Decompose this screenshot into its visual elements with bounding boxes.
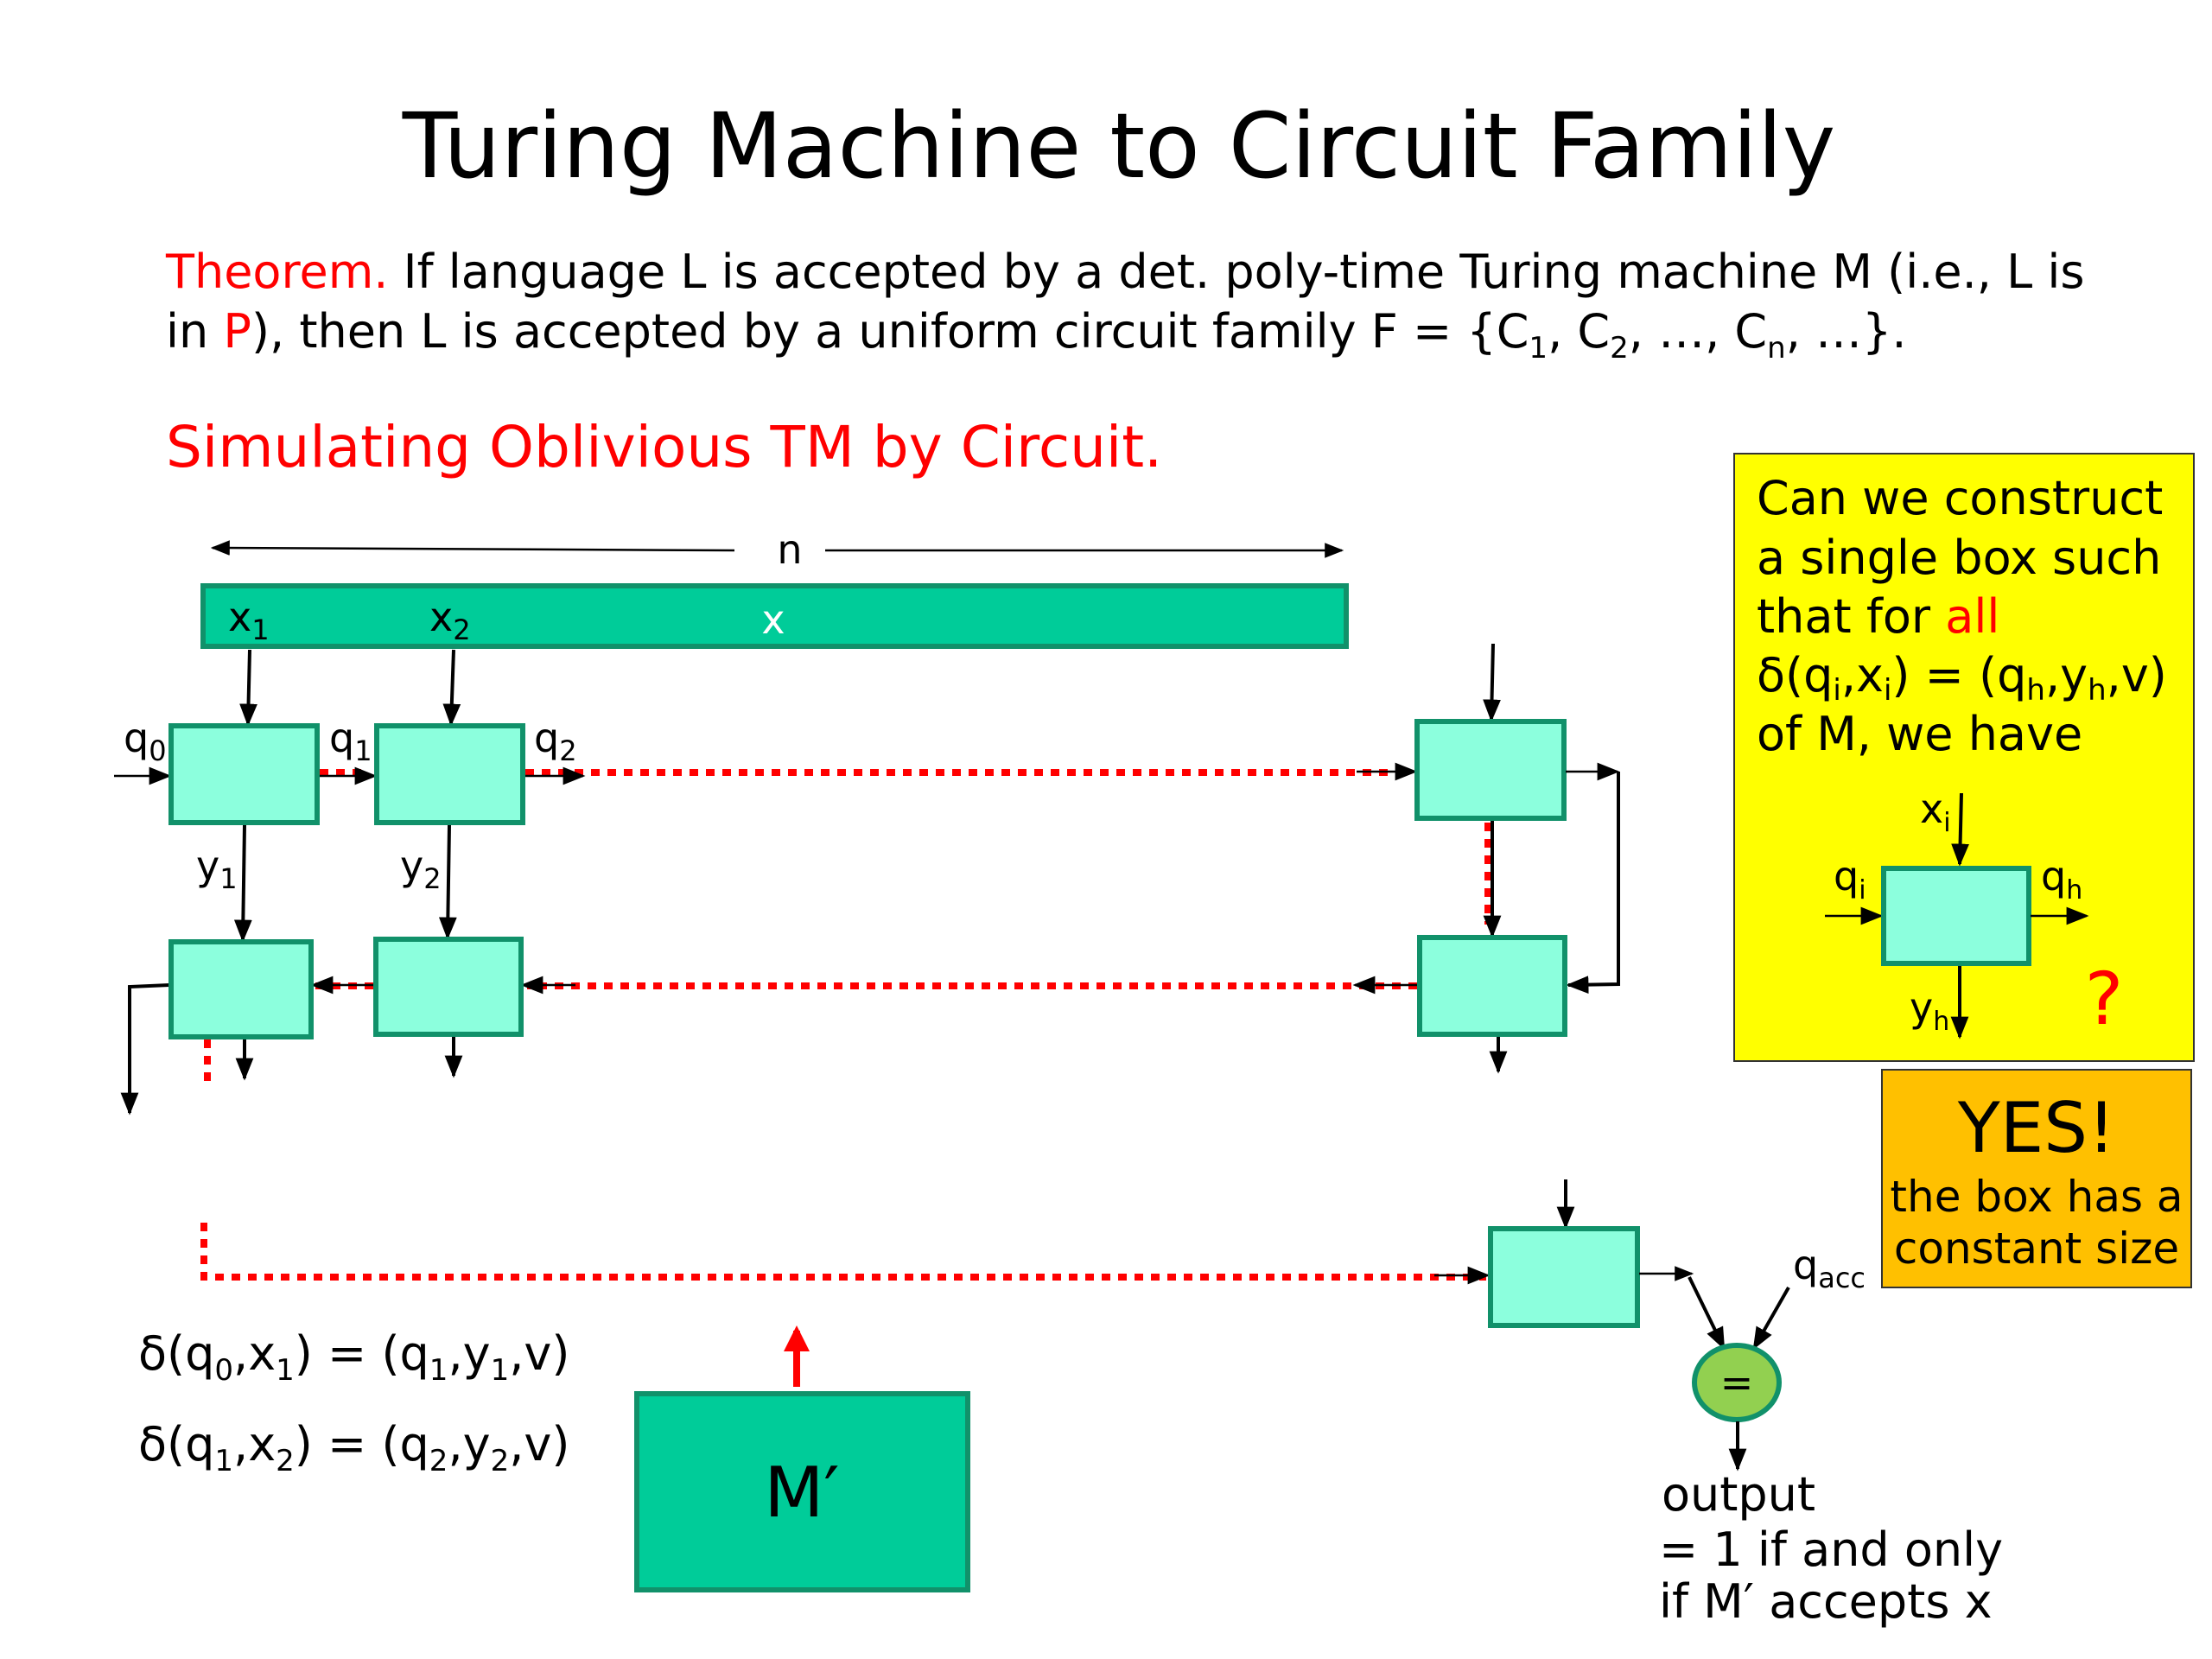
transition-2: δ(q1,x2) = (q2,y2,v) (138, 1417, 569, 1478)
sub-1: 1 (1529, 331, 1548, 365)
mini-circuit-cell (1881, 866, 2031, 966)
to-comparator-left (1688, 1276, 1726, 1351)
input-tape (200, 583, 1349, 649)
question-line-1: Can we construct (1757, 471, 2163, 525)
circuit-cell-r1-cn (1414, 719, 1567, 821)
circuit-cell-r2-c2 (373, 937, 524, 1037)
mini-state-in-label: qi (1834, 853, 1866, 906)
question-line-3: that for all (1757, 589, 1999, 644)
circuit-cell-r1-c1 (168, 723, 320, 825)
output-note-line-1: output (1662, 1467, 1815, 1522)
section-subtitle: Simulating Oblivious TM by Circuit. (166, 414, 1162, 480)
length-label: n (777, 526, 802, 573)
question-mark: ? (2085, 957, 2124, 1041)
theorem-line-1: Theorem. If language L is accepted by a … (165, 245, 2085, 299)
theorem-text-1: If language L is accepted by a det. poly… (388, 245, 2084, 299)
y2-wire (438, 824, 457, 940)
mini-output-label: yh (1910, 984, 1949, 1037)
sub-2: 2 (1610, 331, 1629, 365)
theorem-line-2: in P), then L is accepted by a uniform c… (166, 304, 1907, 365)
dotted-final-row (200, 1223, 1486, 1281)
comparator-symbol: = (1720, 1359, 1754, 1406)
theorem-end: , …}. (1786, 304, 1907, 359)
answer-line-2: constant size (1894, 1224, 2179, 1274)
sep-1: , C (1548, 304, 1610, 359)
state-q2-label: q2 (534, 715, 577, 767)
xn-wire (1483, 643, 1501, 722)
y2-label: y2 (400, 842, 442, 895)
y1-wire (233, 824, 252, 943)
question-line-5: of M, we have (1757, 707, 2082, 761)
y1-label: y1 (196, 842, 238, 895)
circuit-cell-r2-cn (1417, 935, 1567, 1037)
tape-cell-1-label: x1 (228, 594, 270, 646)
length-dimension-arrow: n (210, 526, 1344, 573)
circuit-cell-r2-c1 (168, 939, 314, 1039)
sep-2: , …, C (1629, 304, 1767, 359)
state-q0-label: q0 (124, 715, 167, 767)
question-line-2: a single box such (1757, 531, 2161, 585)
final-circuit-cell (1488, 1226, 1640, 1328)
answer-line-1: the box has a (1890, 1172, 2183, 1222)
machine-m-prime (634, 1391, 970, 1592)
output-note-line-3: if M′ accepts x (1659, 1574, 1993, 1629)
mini-input-wire (1951, 792, 1969, 867)
machine-label: M′ (764, 1452, 839, 1533)
circuit-cell-r1-c2 (374, 723, 525, 825)
sub-n: n (1767, 331, 1786, 365)
state-q1-label: q1 (329, 715, 372, 767)
question-formula: δ(qi,xi) = (qh,yh,v) (1757, 648, 2167, 708)
x1-wire (239, 649, 257, 727)
x2-wire (442, 649, 461, 727)
tape-cell-2-label: x2 (429, 594, 471, 646)
theorem-text-2b: ), then L is accepted by a uniform circu… (251, 304, 1529, 359)
loop-return-wire (1566, 772, 1620, 994)
slide-title: Turing Machine to Circuit Family (402, 93, 1836, 199)
to-comparator-right (1752, 1287, 1790, 1351)
left-arrow-line (210, 540, 735, 556)
transition-1: δ(q0,x1) = (q1,y1,v) (138, 1326, 569, 1388)
tape-label: x (761, 596, 785, 643)
q-acc-label: qacc (1793, 1242, 1866, 1294)
comparator-gate (1692, 1343, 1782, 1422)
theorem-label: Theorem. (165, 245, 388, 299)
class-p: P (223, 304, 251, 359)
output-note-line-2: = 1 if and only (1659, 1522, 2003, 1577)
answer-box (1881, 1069, 2192, 1288)
mini-input-label: xi (1920, 785, 1951, 838)
highlight-all: all (1945, 589, 1999, 644)
row2-exit-wire (120, 983, 170, 1116)
theorem-text-2a: in (166, 304, 223, 359)
mini-state-out-label: qh (2041, 853, 2082, 906)
answer-headline: YES! (1957, 1088, 2115, 1168)
